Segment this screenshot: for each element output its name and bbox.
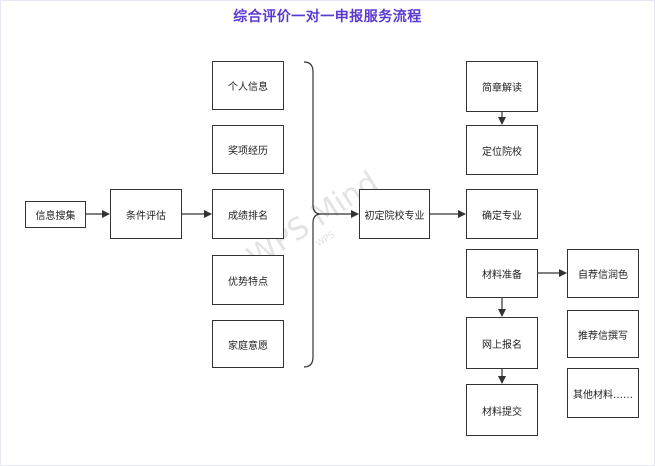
node-confirm-major: 确定专业 [466, 189, 538, 239]
node-other-materials: 其他材料…… [567, 368, 639, 418]
node-condition-eval: 条件评估 [110, 189, 182, 239]
node-materials-submit: 材料提交 [466, 384, 538, 436]
curly-brace [303, 61, 322, 368]
node-materials-prep: 材料准备 [466, 249, 538, 298]
node-self-recommend: 自荐信润色 [567, 249, 639, 298]
diagram-title: 综合评价一对一申报服务流程 [233, 9, 422, 25]
node-info-collect: 信息搜集 [25, 201, 86, 228]
node-awards: 奖项经历 [212, 125, 284, 174]
node-initial-school: 初定院校专业 [359, 189, 430, 239]
node-family-wishes: 家庭意愿 [212, 320, 284, 368]
node-grade-rank: 成绩排名 [212, 189, 284, 239]
node-position-school: 定位院校 [466, 125, 538, 175]
node-strengths: 优势特点 [212, 255, 284, 305]
node-recommend-letter: 推荐信撰写 [567, 310, 639, 358]
node-online-apply: 网上报名 [466, 317, 538, 369]
node-brochure: 简章解读 [466, 61, 538, 112]
node-personal-info: 个人信息 [212, 61, 284, 110]
